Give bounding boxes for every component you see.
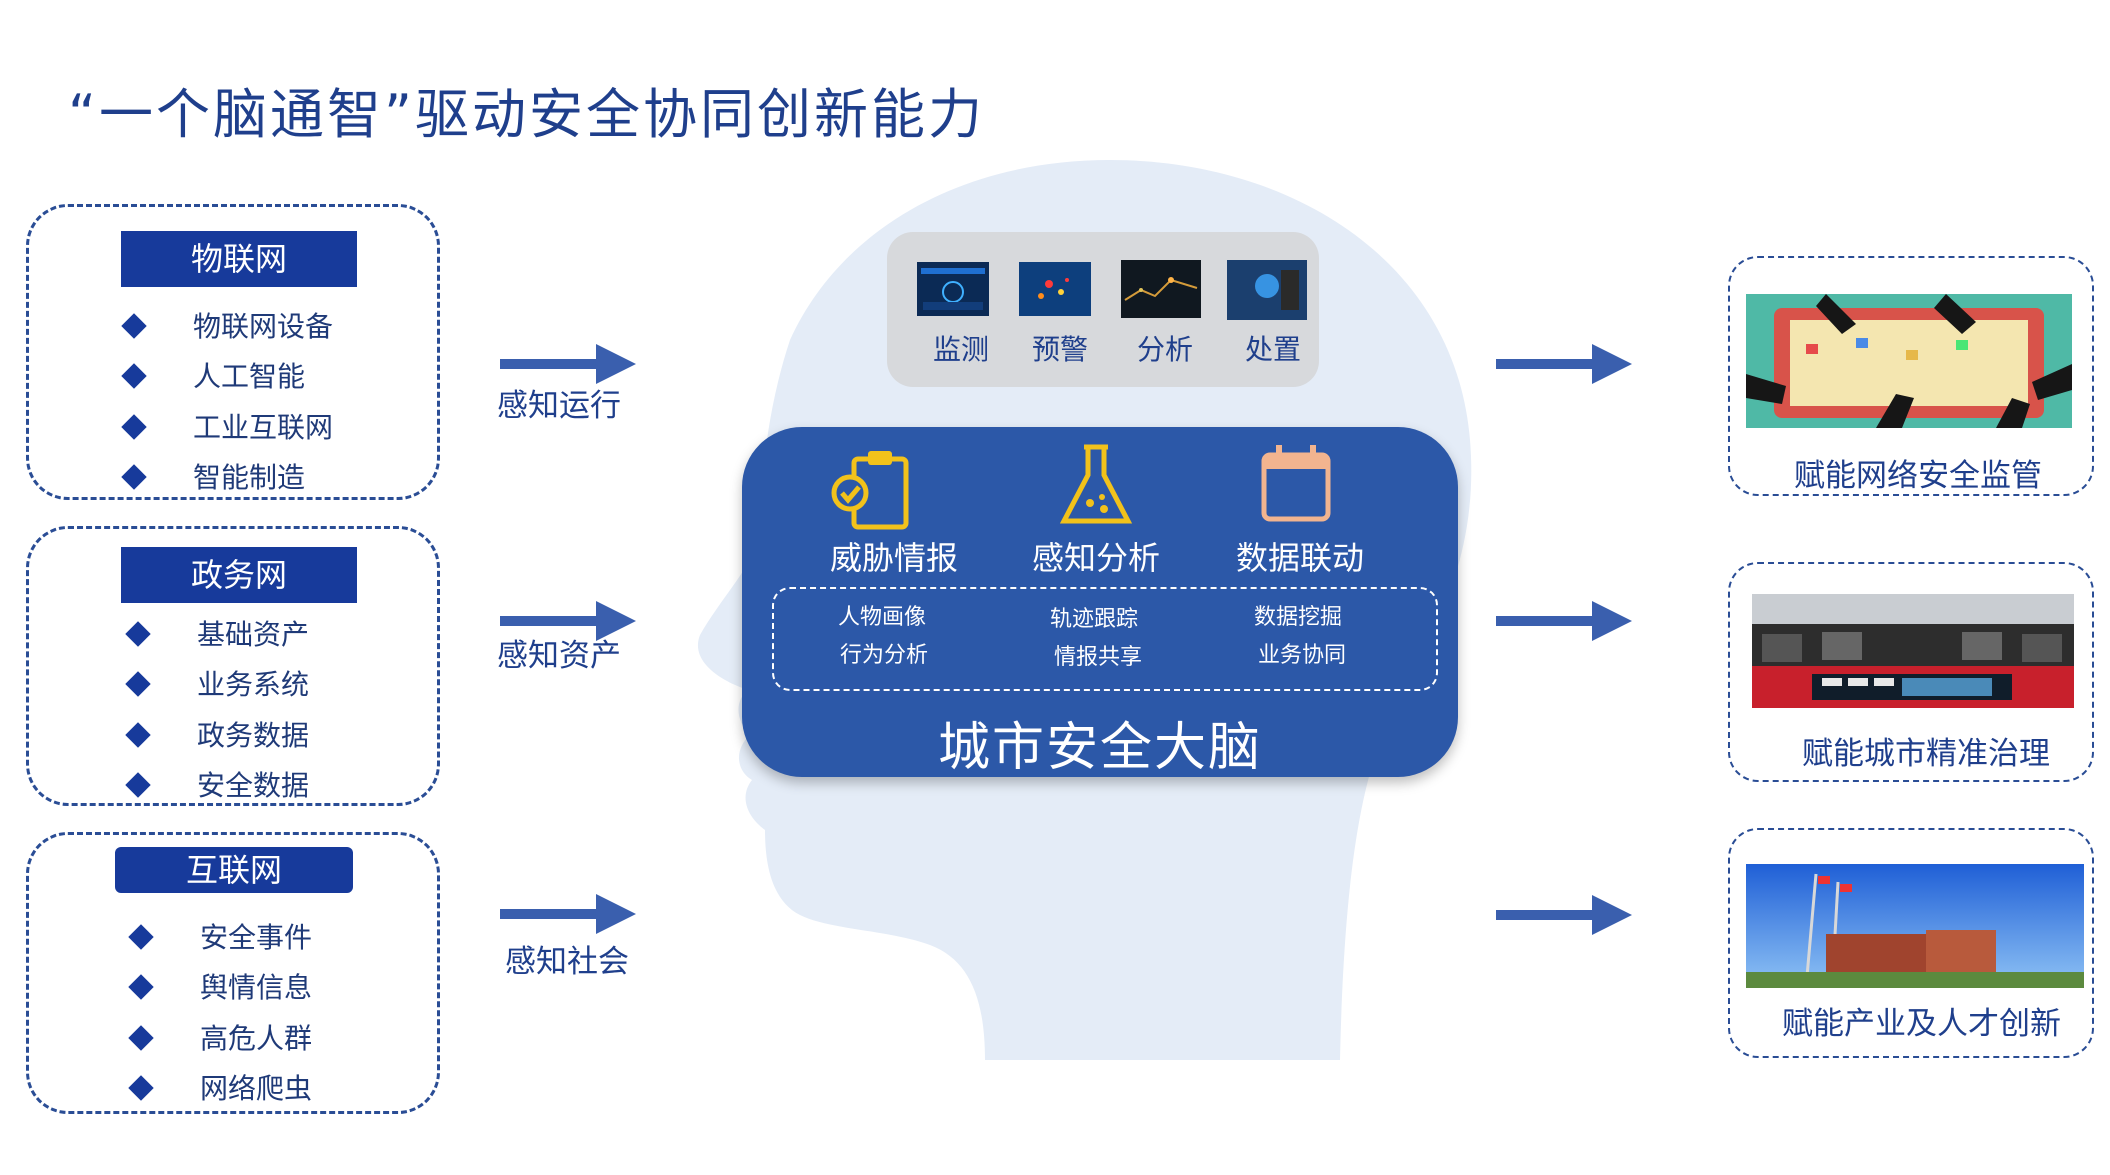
- output-card-city-governance: 赋能城市精准治理: [1728, 562, 2094, 782]
- list-item: 网络爬虫: [200, 1072, 313, 1105]
- city-security-brain: 威胁情报 感知分析 数据联动 人物画像 行为分析 轨迹跟踪 情报共享 数据挖掘 …: [742, 427, 1458, 778]
- sub-capability: 数据挖掘: [1254, 605, 1343, 630]
- output-label: 赋能城市精准治理: [1802, 736, 2050, 772]
- list-item: 政务数据: [197, 719, 310, 752]
- tool-label: 预警: [1032, 333, 1089, 366]
- output-label: 赋能产业及人才创新: [1782, 1006, 2061, 1042]
- source-group-gov: 政务网 基础资产 业务系统 政务数据 安全数据: [26, 526, 440, 806]
- list-item: 舆情信息: [200, 971, 313, 1004]
- sub-capability: 人物画像: [838, 605, 927, 630]
- tool-label: 分析: [1137, 333, 1194, 366]
- tools-panel: 监测 预警 分析 处置: [887, 232, 1319, 387]
- disposal-screen-icon: [1227, 260, 1307, 320]
- page-title: “一个脑通智”驱动安全协同创新能力: [68, 83, 985, 146]
- analysis-screen-icon: [1121, 260, 1201, 318]
- arrow-label: 感知社会: [505, 944, 629, 980]
- list-item: 物联网设备: [193, 310, 334, 343]
- tool-label: 监测: [933, 333, 990, 366]
- command-center-image: [1752, 594, 2074, 708]
- monitor-screen-icon: [917, 262, 989, 316]
- capability-label: 数据联动: [1236, 539, 1365, 577]
- capability-label: 感知分析: [1032, 539, 1161, 577]
- arrow-label: 感知资产: [497, 638, 621, 674]
- group-header: 互联网: [115, 847, 353, 893]
- tablet-hands-image: [1746, 294, 2072, 428]
- sub-capability: 行为分析: [840, 643, 929, 668]
- list-item: 安全数据: [197, 769, 310, 802]
- flask-icon: [1059, 444, 1133, 524]
- output-card-industry-talent: 赋能产业及人才创新: [1728, 828, 2094, 1058]
- sub-capability-box: [772, 587, 1438, 691]
- list-item: 智能制造: [193, 461, 306, 494]
- list-item: 基础资产: [197, 618, 310, 651]
- source-group-internet: 互联网 安全事件 舆情信息 高危人群 网络爬虫: [26, 832, 440, 1114]
- output-card-network-regulation: 赋能网络安全监管: [1728, 256, 2094, 496]
- group-header: 政务网: [121, 547, 357, 603]
- list-item: 高危人群: [200, 1022, 313, 1055]
- calendar-icon: [1261, 445, 1331, 522]
- sub-capability: 业务协同: [1258, 643, 1347, 668]
- building-image: [1746, 864, 2084, 988]
- source-group-iot: 物联网 物联网设备 人工智能 工业互联网 智能制造: [26, 204, 440, 500]
- output-label: 赋能网络安全监管: [1794, 458, 2042, 494]
- list-item: 安全事件: [200, 921, 313, 954]
- capability-label: 威胁情报: [830, 539, 959, 577]
- brain-title: 城市安全大脑: [937, 718, 1262, 778]
- clipboard-check-icon: [831, 451, 909, 530]
- sub-capability: 轨迹跟踪: [1050, 607, 1139, 632]
- arrow-label: 感知运行: [497, 388, 621, 424]
- list-item: 人工智能: [193, 360, 306, 393]
- alert-screen-icon: [1019, 262, 1091, 316]
- tool-label: 处置: [1245, 333, 1302, 366]
- sub-capability: 情报共享: [1054, 645, 1143, 670]
- list-item: 业务系统: [197, 668, 310, 701]
- group-header: 物联网: [121, 231, 357, 287]
- list-item: 工业互联网: [193, 411, 334, 444]
